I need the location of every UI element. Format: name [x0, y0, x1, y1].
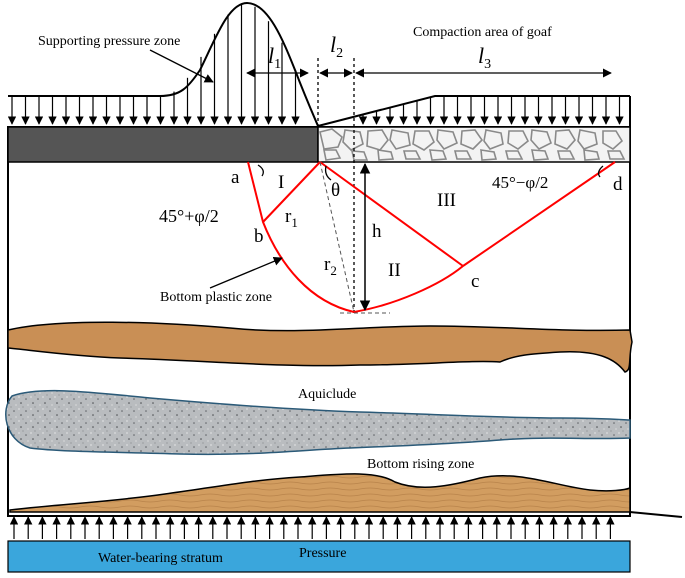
- theta-label: θ: [331, 180, 340, 201]
- bottom-rising-zone-label: Bottom rising zone: [367, 457, 474, 472]
- r2-dashed-line: [319, 161, 355, 313]
- coal-seam: [7, 126, 319, 163]
- pressure-label: Pressure: [299, 546, 346, 561]
- r2-label: r2: [324, 254, 337, 278]
- pressure-arrows: [9, 516, 615, 539]
- abutment-pressure-curve: [8, 1, 319, 127]
- zone-ii-label: II: [388, 260, 401, 281]
- supporting-pressure-pointer: [149, 49, 214, 83]
- failure-zone-lines: [247, 161, 616, 313]
- h-label: h: [372, 221, 382, 242]
- point-b-label: b: [254, 226, 264, 247]
- brown-rock-layer: [7, 321, 633, 373]
- angle-arc-theta: [324, 165, 332, 181]
- load-arrows: [7, 4, 624, 125]
- l2-label: l2: [330, 32, 343, 61]
- point-d-label: d: [613, 174, 623, 195]
- supporting-pressure-zone-label: Supporting pressure zone: [38, 34, 180, 49]
- angle-left-label: 45°+φ/2: [159, 206, 219, 226]
- goaf-load-line: [317, 95, 630, 127]
- zone-i-label: I: [278, 172, 284, 193]
- l1-label: l1: [268, 43, 281, 72]
- angle-arc-a: [257, 164, 264, 177]
- point-a-label: a: [231, 167, 240, 188]
- water-bearing-stratum: [7, 540, 631, 573]
- angle-right-label: 45°−φ/2: [492, 173, 548, 192]
- l3-label: l3: [478, 43, 491, 72]
- angle-arc-d: [597, 165, 604, 178]
- goaf-rubble: [317, 126, 631, 163]
- bottom-edge-line: [629, 511, 683, 518]
- bottom-plastic-pointer: [209, 256, 283, 289]
- point-c-label: c: [471, 271, 479, 292]
- water-bearing-stratum-label: Water-bearing stratum: [98, 551, 223, 566]
- bottom-plastic-zone-label: Bottom plastic zone: [160, 290, 272, 305]
- r1-label: r1: [285, 206, 298, 230]
- compaction-area-label: Compaction area of goaf: [413, 25, 552, 40]
- bottom-rising-layer: [9, 473, 631, 513]
- aquiclude-label: Aquiclude: [298, 387, 356, 402]
- zone-iii-label: III: [437, 190, 456, 211]
- aquiclude-layer: [5, 389, 631, 456]
